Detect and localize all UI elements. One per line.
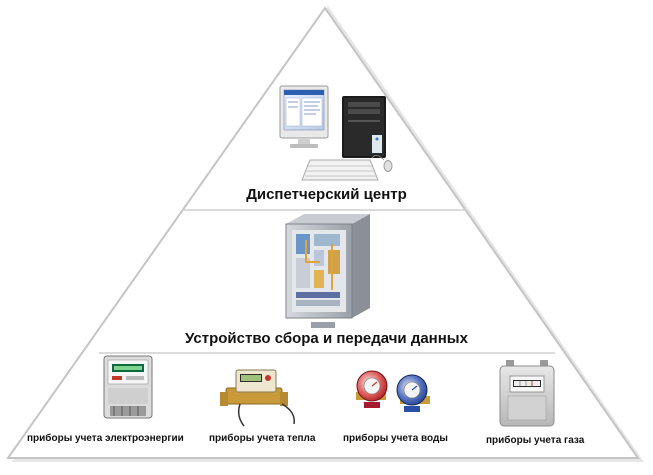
desktop-computer-icon — [279, 85, 393, 181]
level-label-dispatch-center: Диспетчерский центр — [246, 186, 407, 203]
control-cabinet-icon — [285, 214, 370, 328]
heat-meter-icon — [220, 369, 295, 427]
electricity-meter-icon — [103, 355, 153, 419]
device-label-gas: приборы учета газа — [486, 435, 585, 446]
water-meter-icon — [356, 370, 430, 412]
device-label-electricity: приборы учета электроэнергии — [27, 433, 184, 444]
gas-meter-icon — [499, 360, 555, 427]
device-label-water: приборы учета воды — [343, 433, 448, 444]
device-label-heat: приборы учета тепла — [209, 433, 316, 444]
level-label-data-collector: Устройство сбора и передачи данных — [185, 330, 468, 347]
